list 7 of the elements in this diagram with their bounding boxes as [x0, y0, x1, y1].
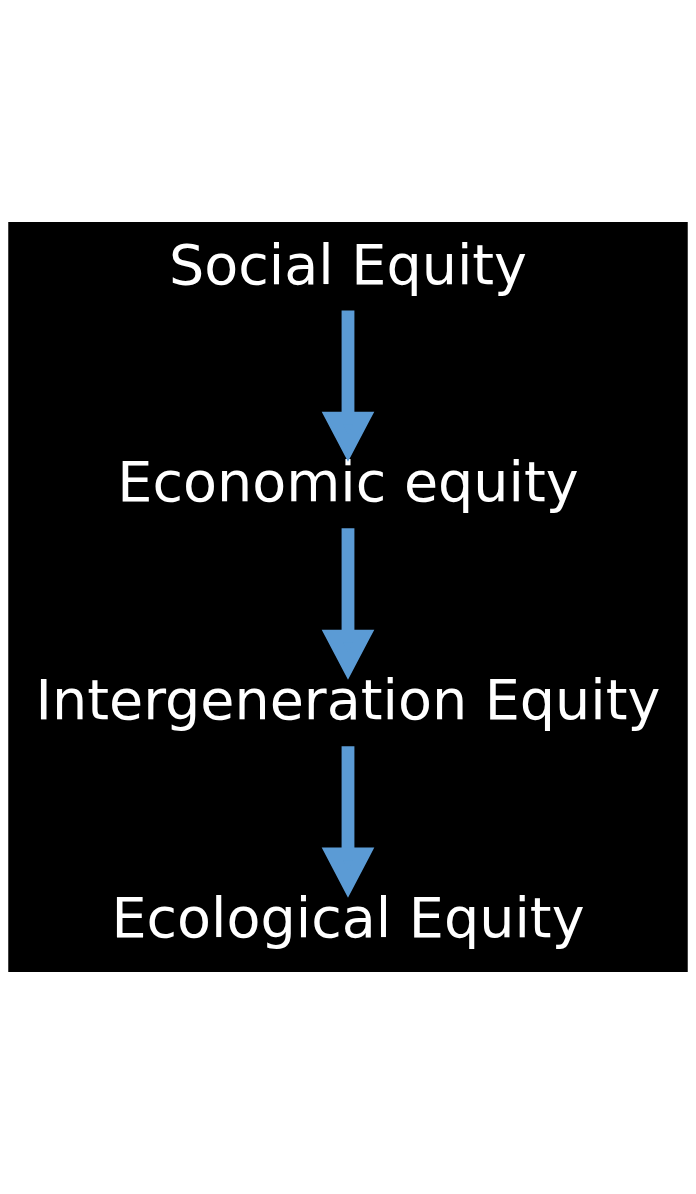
- node-text: Intergeneration Equity: [35, 667, 661, 733]
- node-text: Ecological Equity: [111, 885, 585, 951]
- node-text: Economic equity: [117, 449, 579, 515]
- arrow: [321, 746, 375, 898]
- node-text: Social Equity: [169, 231, 527, 297]
- arrow: [321, 310, 375, 462]
- arrow: [321, 528, 375, 680]
